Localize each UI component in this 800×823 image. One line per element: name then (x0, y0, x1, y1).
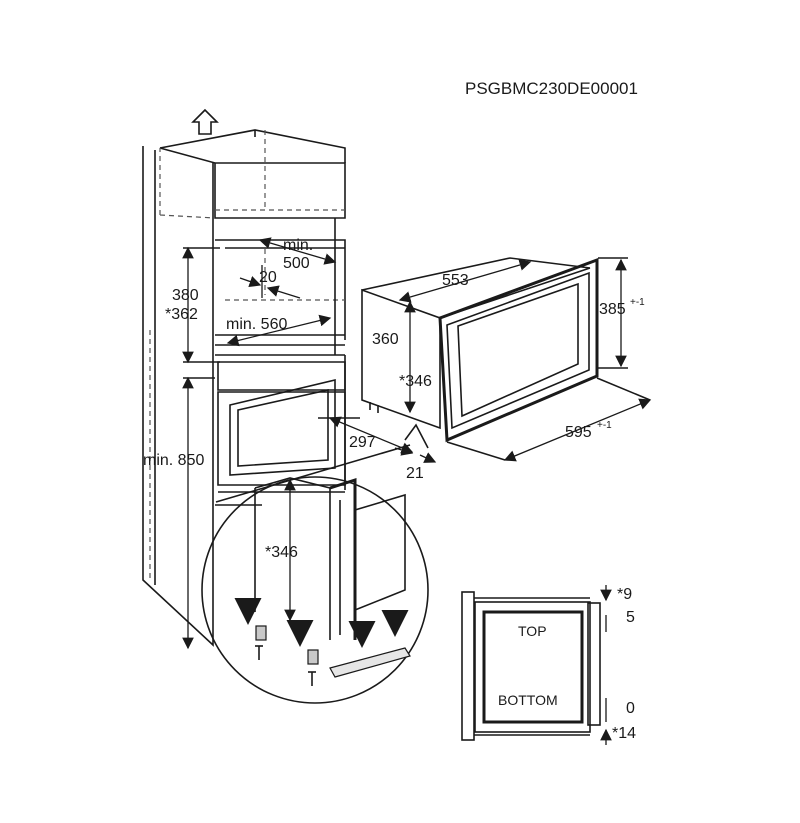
dim-20: 20 (259, 269, 277, 286)
dim-385: 385 (599, 301, 626, 318)
cabinet-drawing: 380 *362 min. 850 min. 500 20 min. 560 (142, 108, 346, 650)
bracket-foot-icon (255, 625, 411, 678)
dim-min-850: min. 850 (143, 452, 204, 469)
down-arrow-icon (234, 598, 409, 648)
dim-380: 380 (172, 287, 199, 304)
dim-595: 595 (565, 424, 592, 441)
appliance-drawing: 553 385 +-1 360 *346 297 21 595 +-1 (318, 257, 652, 482)
dim-346: *346 (399, 373, 432, 390)
dim-360: 360 (372, 331, 399, 348)
front-view: TOP BOTTOM *9 5 0 *14 (461, 585, 636, 745)
dim-362: *362 (165, 306, 198, 323)
detail-dim-346: *346 (265, 544, 298, 561)
offset-top-5: 5 (626, 609, 635, 626)
up-arrow-icon (191, 108, 219, 135)
gap-top-9: *9 (617, 586, 632, 603)
dim-21: 21 (406, 465, 424, 482)
dim-min-560: min. 560 (226, 316, 287, 333)
detail-magnifier: *346 (201, 423, 429, 704)
label-top: TOP (518, 623, 547, 639)
offset-bottom-0: 0 (626, 700, 635, 717)
dim-min-500-line1: min. (283, 237, 313, 254)
model-code: PSGBMC230DE00001 (465, 79, 638, 98)
dim-385-tolerance: +-1 (630, 297, 645, 308)
label-bottom: BOTTOM (498, 692, 558, 708)
gap-bottom-14: *14 (612, 725, 636, 742)
dim-min-500-line2: 500 (283, 255, 310, 272)
dim-595-tolerance: +-1 (597, 420, 612, 431)
screw-icon (255, 645, 316, 686)
dim-553: 553 (442, 272, 469, 289)
dim-297: 297 (349, 434, 376, 451)
